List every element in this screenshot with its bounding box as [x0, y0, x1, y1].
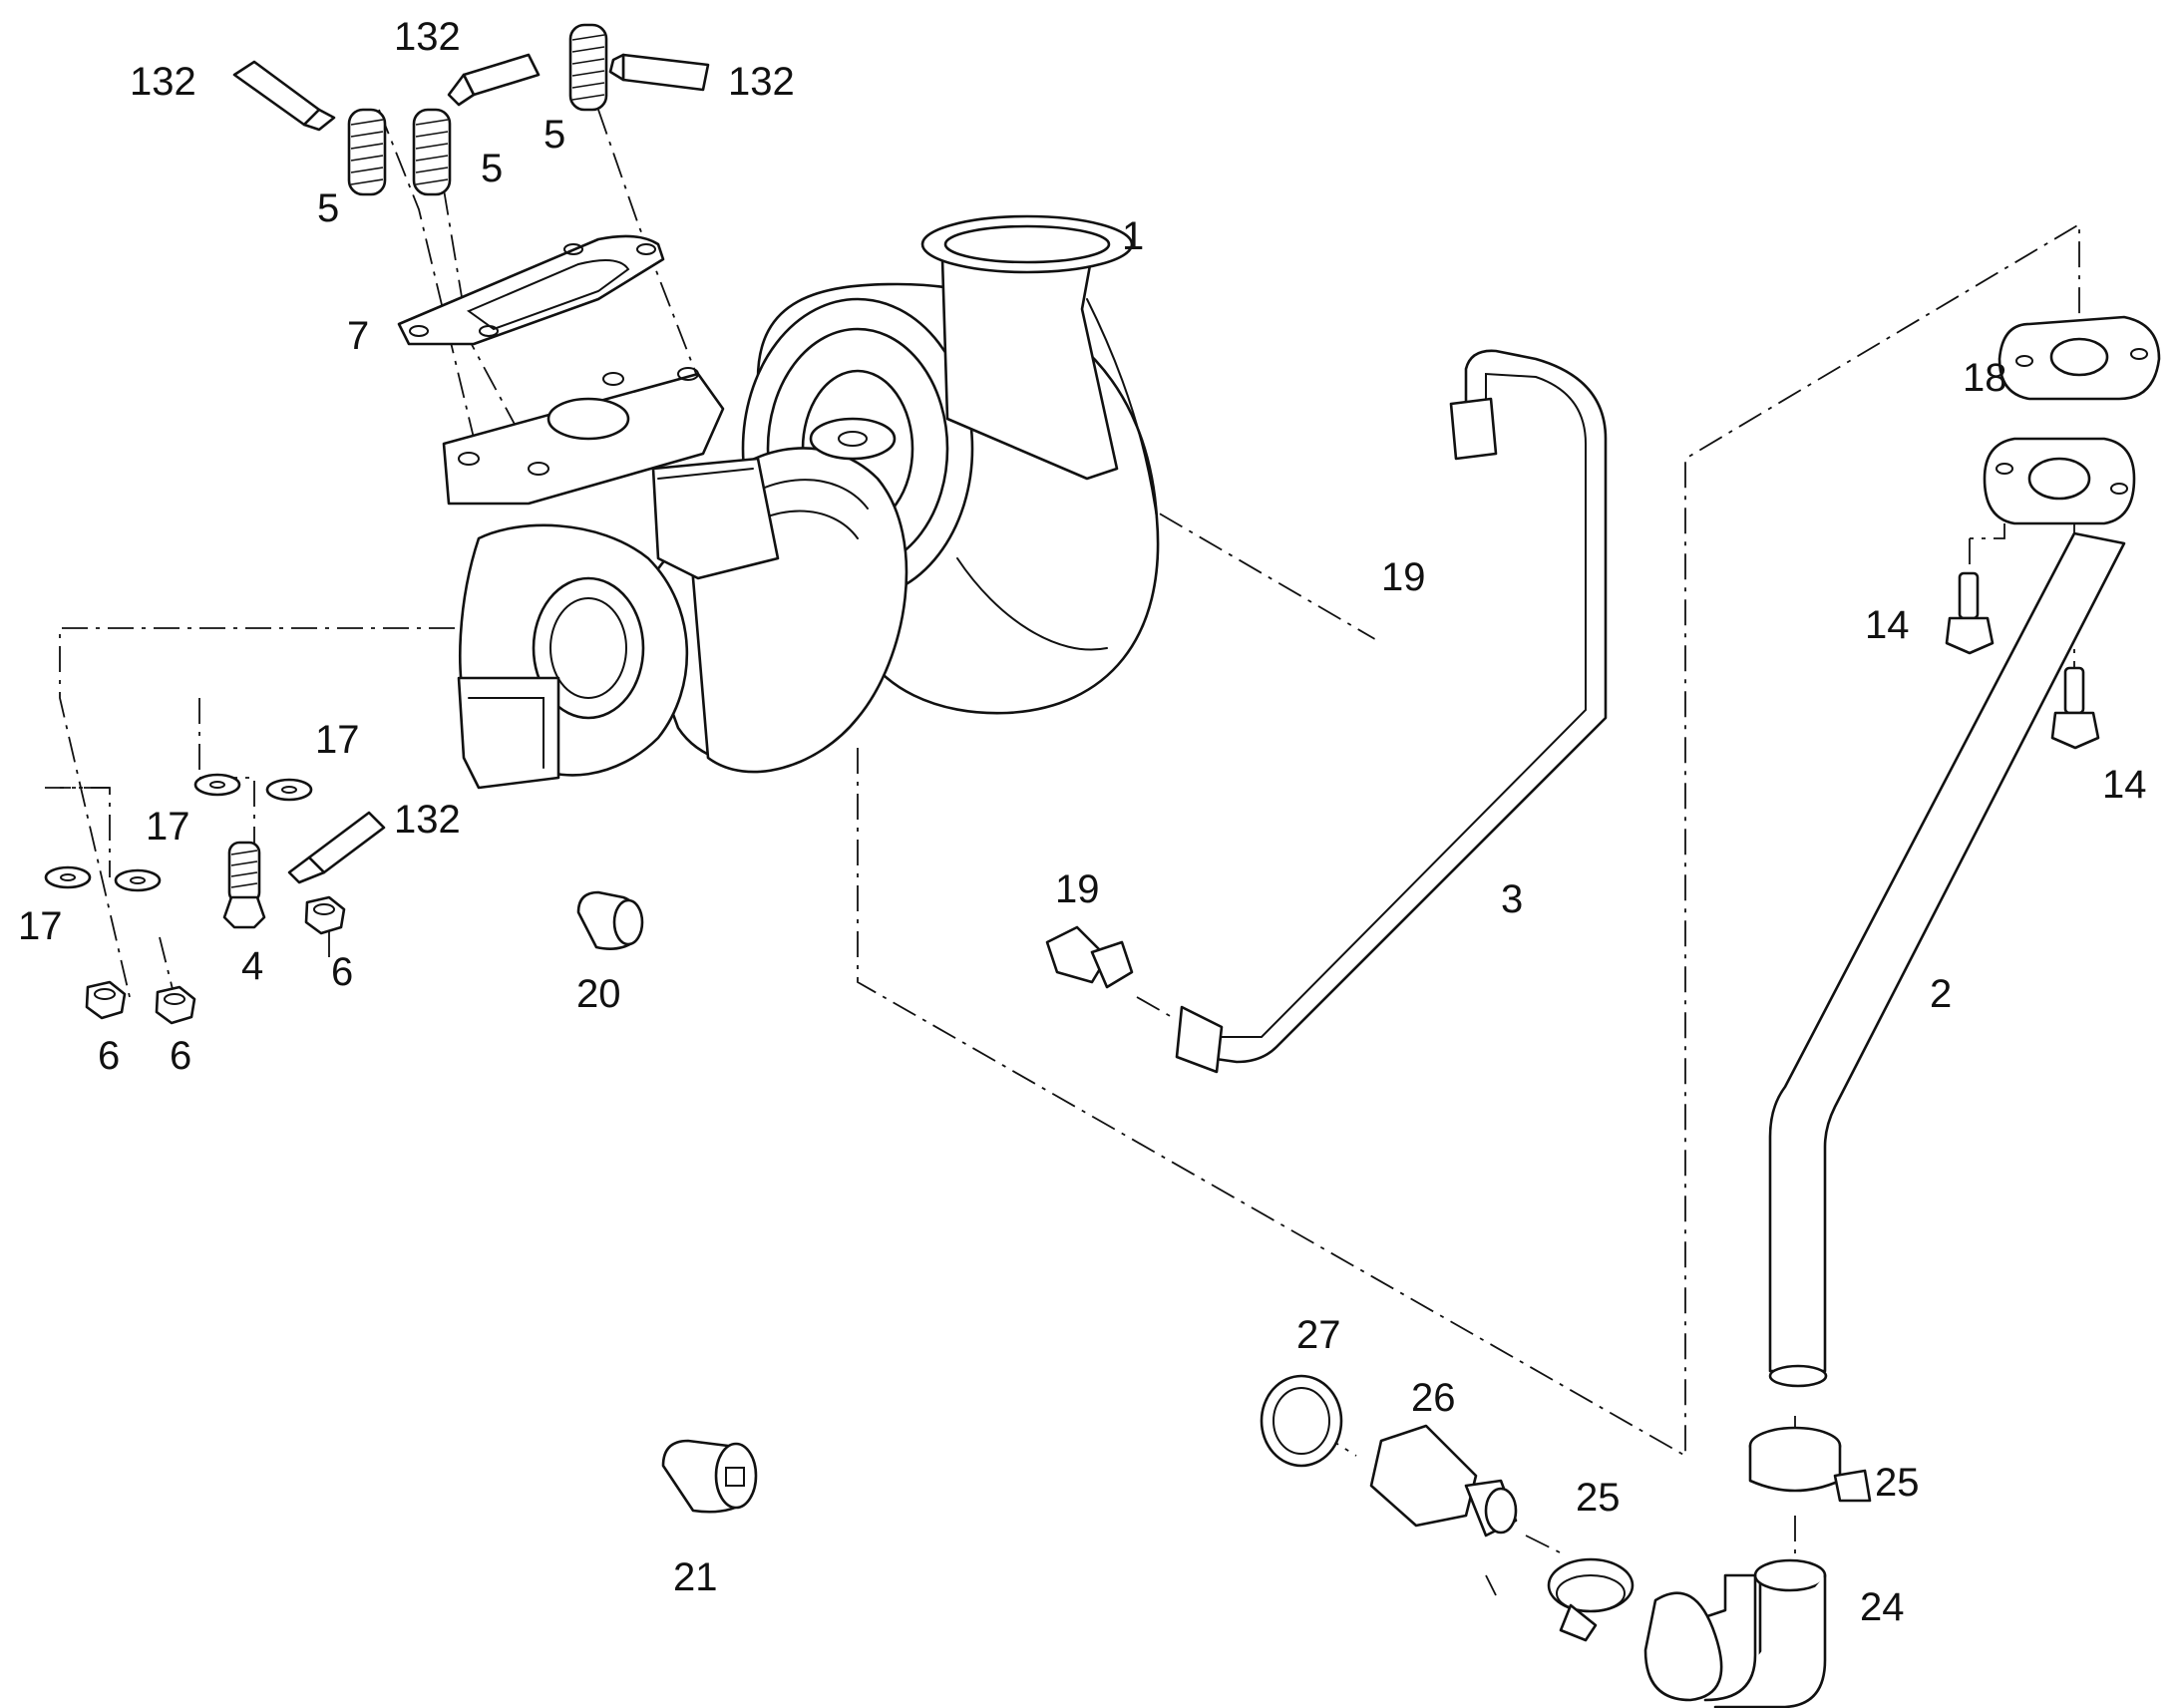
- callout-19-lower: 19: [1055, 867, 1100, 911]
- washer-1: [193, 773, 241, 797]
- bolt-right: [2050, 666, 2100, 750]
- callout-24: 24: [1860, 1585, 1905, 1629]
- fitting-lower: [1045, 925, 1134, 989]
- sealant-tube-2: [447, 53, 541, 107]
- stud-with-nut: [222, 841, 266, 929]
- sealant-tube-3: [608, 53, 710, 92]
- callout-14-right: 14: [2102, 763, 2147, 807]
- callout-4: 4: [241, 944, 263, 988]
- stud-middle: [412, 108, 452, 196]
- oil-drain-tube: [1768, 437, 2136, 1388]
- callout-132-top-right: 132: [728, 60, 795, 104]
- hose-clamp-upper: [1748, 1426, 1872, 1503]
- callout-6-middle: 6: [170, 1034, 191, 1078]
- callout-labels: 1 2 3 4 5 5 5 6 6 6 7 14 14 17 17 17 18 …: [18, 15, 2147, 1629]
- callout-14-left: 14: [1865, 603, 1910, 647]
- flange-gasket: [397, 234, 665, 346]
- plug-large: [661, 1439, 758, 1514]
- washers: [44, 773, 313, 892]
- callout-25-lower: 25: [1576, 1476, 1621, 1520]
- plug-small: [576, 890, 644, 950]
- o-ring: [1260, 1374, 1343, 1468]
- callout-21: 21: [673, 1555, 718, 1599]
- sealant-tubes: [232, 53, 710, 884]
- callout-2: 2: [1930, 972, 1952, 1016]
- washer-3: [44, 865, 92, 889]
- washer-2: [265, 778, 313, 802]
- nuts: [85, 895, 346, 1025]
- callout-25-upper: 25: [1875, 1461, 1920, 1505]
- callout-1: 1: [1122, 214, 1144, 258]
- sealant-tube-4: [287, 811, 386, 884]
- callout-17-upper: 17: [315, 718, 360, 762]
- stud-left: [347, 108, 387, 196]
- nut-2: [85, 980, 127, 1020]
- nut-1: [304, 895, 346, 935]
- callout-27: 27: [1296, 1313, 1341, 1357]
- drain-gasket: [1998, 315, 2161, 401]
- callout-5-right: 5: [544, 113, 565, 157]
- callout-17-lower: 17: [18, 904, 63, 948]
- callout-132-top-middle: 132: [394, 15, 461, 59]
- stud-right: [568, 23, 608, 112]
- callout-18: 18: [1963, 356, 2007, 400]
- studs: [347, 23, 608, 196]
- callout-20: 20: [576, 972, 621, 1016]
- washer-4: [114, 868, 162, 892]
- adapter-fitting: [1369, 1424, 1518, 1537]
- hose-clamp-lower: [1547, 1557, 1635, 1642]
- callout-17-middle: 17: [146, 805, 190, 849]
- callout-6-right: 6: [331, 950, 353, 994]
- callout-132-top-left: 132: [130, 60, 196, 104]
- callout-3: 3: [1501, 877, 1523, 921]
- callout-5-middle: 5: [481, 147, 503, 190]
- callout-7: 7: [347, 314, 369, 358]
- callout-5-left: 5: [317, 186, 339, 230]
- callout-19-upper: 19: [1381, 555, 1426, 599]
- nut-3: [155, 985, 196, 1025]
- oil-feed-line: [1175, 349, 1608, 1074]
- callout-26: 26: [1411, 1376, 1456, 1420]
- bolt-left: [1945, 571, 1995, 655]
- callout-6-left: 6: [98, 1034, 120, 1078]
- turbocharger-assembly: [442, 214, 1160, 790]
- sealant-tube-1: [232, 60, 336, 132]
- elbow-hose: [1643, 1558, 1827, 1708]
- callout-132-lower: 132: [394, 798, 461, 842]
